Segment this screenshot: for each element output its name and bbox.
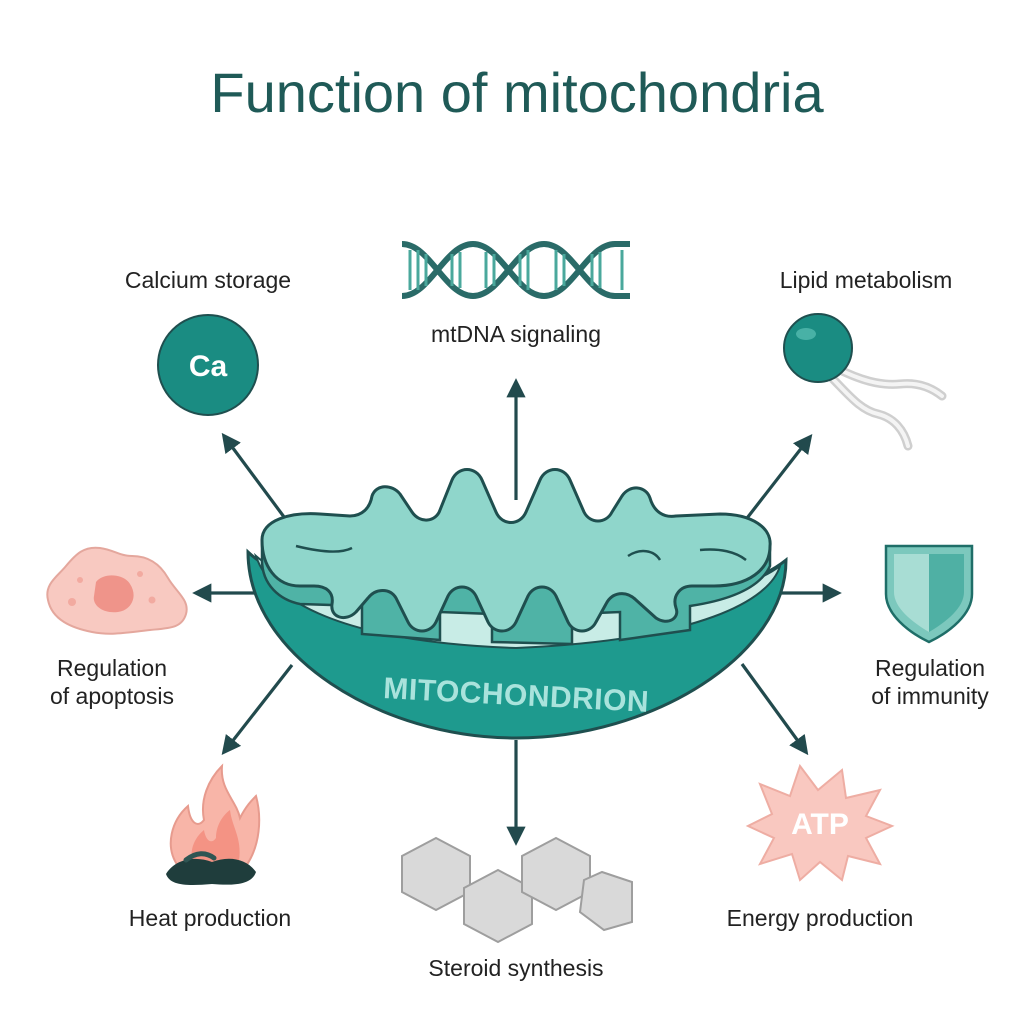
fire-icon xyxy=(166,763,261,885)
calcium-storage: Calcium storage Ca xyxy=(125,267,291,416)
steroid-synthesis: Steroid synthesis xyxy=(401,836,633,981)
calcium-label: Calcium storage xyxy=(125,267,291,293)
arrow-heat xyxy=(221,664,294,756)
energy-label: Energy production xyxy=(727,905,914,931)
arrow-energy xyxy=(740,663,809,756)
regulation-of-apoptosis: Regulation of apoptosis xyxy=(46,546,188,709)
lipid-metabolism: Lipid metabolism xyxy=(780,267,953,451)
heat-production: Heat production xyxy=(129,763,291,931)
calcium-symbol: Ca xyxy=(189,350,228,383)
steroid-rings-icon xyxy=(401,836,633,944)
arrow-calcium xyxy=(221,432,292,526)
lipid-icon xyxy=(783,313,947,451)
arrow-lipid xyxy=(742,433,813,523)
mitochondrion: MITOCHONDRION xyxy=(246,468,788,740)
mtdna-signaling: mtDNA signaling xyxy=(401,240,630,347)
dna-helix-icon xyxy=(401,240,630,300)
energy-production: ATP Energy production xyxy=(727,763,914,931)
heat-label: Heat production xyxy=(129,905,291,931)
immunity-label-line2: of immunity xyxy=(871,683,989,709)
cristae-fold-1 xyxy=(295,544,353,553)
page-title: Function of mitochondria xyxy=(210,61,824,124)
immunity-label-line1: Regulation xyxy=(875,655,985,681)
lipid-label: Lipid metabolism xyxy=(780,267,953,293)
calcium-icon xyxy=(157,314,259,416)
apoptosis-label-line2: of apoptosis xyxy=(50,683,174,709)
regulation-of-immunity: Regulation of immunity xyxy=(871,544,989,709)
apoptosis-label-line1: Regulation xyxy=(57,655,167,681)
cristae-fold-3 xyxy=(627,549,662,561)
apoptotic-cell-icon xyxy=(46,546,188,635)
cristae xyxy=(260,468,772,633)
steroid-label: Steroid synthesis xyxy=(428,955,603,981)
cristae-fold-2 xyxy=(699,548,747,562)
atp-symbol: ATP xyxy=(791,808,849,841)
atp-star-icon xyxy=(745,763,895,882)
shield-icon xyxy=(884,544,974,644)
mtdna-label: mtDNA signaling xyxy=(431,321,601,347)
